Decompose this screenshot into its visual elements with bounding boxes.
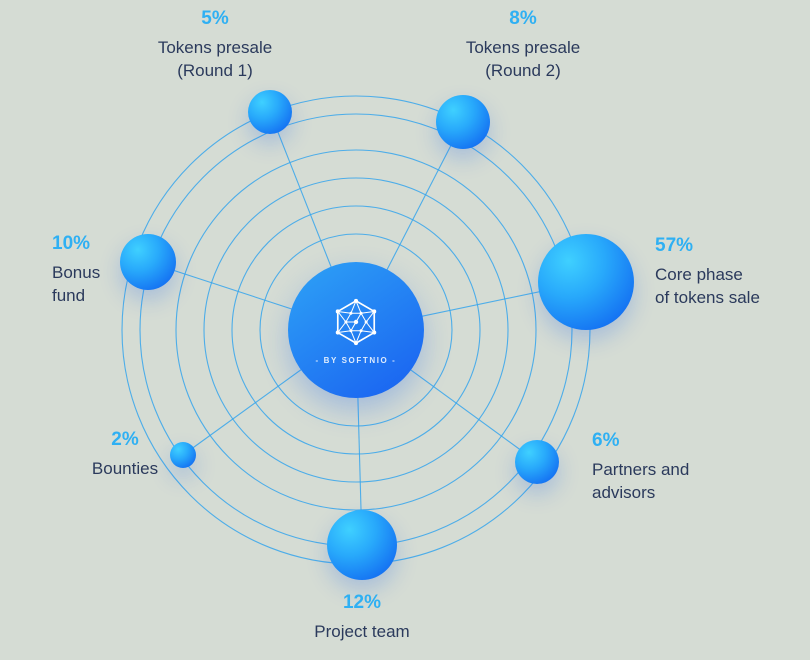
label-bounties: 2% Bounties — [70, 427, 180, 480]
node-tokens-presale-round2 — [436, 95, 490, 149]
node-tokens-presale-round1 — [248, 90, 292, 134]
label-line: fund — [52, 286, 86, 306]
node-partners-advisors — [515, 440, 559, 484]
softnio-hex-network-logo-icon — [335, 298, 377, 346]
center-logo-circle: - BY SOFTNIO - — [288, 262, 424, 398]
percent-value: 5% — [201, 8, 229, 29]
percent-value: 6% — [592, 430, 620, 451]
label-line: Project team — [314, 621, 410, 641]
brand-text: - BY SOFTNIO - — [315, 356, 397, 365]
label-line: of tokens sale — [655, 288, 760, 308]
percent-value: 8% — [509, 8, 537, 29]
label-line: advisors — [592, 483, 656, 503]
node-bounties — [170, 442, 196, 468]
label-line: Bounties — [91, 458, 159, 478]
orbit-ring — [259, 233, 453, 427]
label-line: Tokens presale — [465, 37, 581, 57]
label-line: (Round 1) — [177, 61, 253, 81]
label-tokens-presale-round2: 8% Tokens presale (Round 2) — [448, 6, 598, 83]
label-line: Tokens presale — [157, 37, 273, 57]
orbit-ring — [203, 177, 509, 483]
label-tokens-presale-round1: 5% Tokens presale (Round 1) — [135, 6, 295, 83]
percent-value: 12% — [342, 592, 382, 613]
label-line: Partners and — [592, 459, 690, 479]
label-partners-advisors: 6% Partners and advisors — [592, 428, 742, 505]
label-core-phase: 57% Core phase of tokens sale — [655, 233, 805, 310]
node-bonus-fund — [120, 234, 176, 290]
orbit-ring — [231, 205, 481, 455]
label-line: (Round 2) — [485, 61, 561, 81]
label-line: Core phase — [655, 264, 743, 284]
percent-value: 10% — [52, 233, 91, 254]
label-line: Bonus — [52, 262, 101, 282]
label-bonus-fund: 10% Bonus fund — [52, 231, 162, 308]
node-project-team — [327, 510, 397, 580]
label-project-team: 12% Project team — [276, 590, 448, 643]
percent-value: 2% — [111, 429, 139, 450]
node-core-phase — [538, 234, 634, 330]
percent-value: 57% — [655, 235, 694, 256]
